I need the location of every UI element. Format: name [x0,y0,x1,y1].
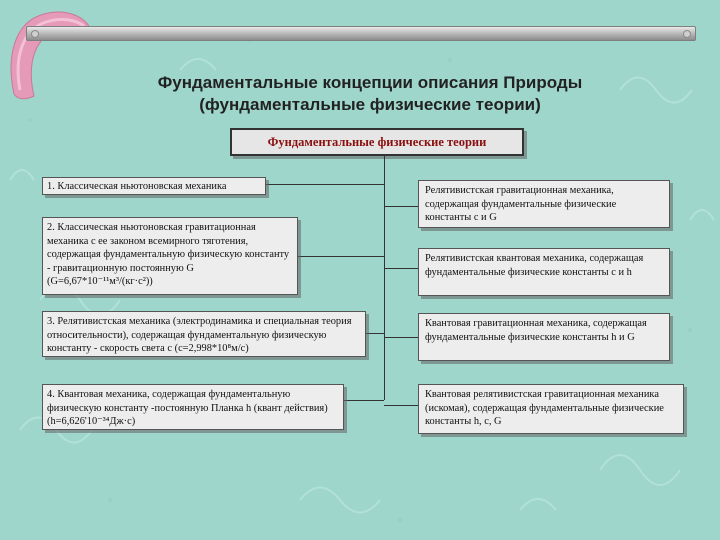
connector-left-4 [344,400,384,401]
connector-right-3 [384,337,418,338]
connector-right-1 [384,206,418,207]
combined-theory-box-4: Квантовая релятивистская гравитационная … [418,384,684,434]
connector-left-2 [298,256,384,257]
combined-theory-box-1: Релятивистская гравитационная механика, … [418,180,670,228]
bar-left-dot [31,30,39,38]
theory-box-2: 2. Классическая ньютоновская гравитацион… [42,217,298,295]
page-title: Фундаментальные концепции описания Приро… [80,72,660,116]
title-line-1: Фундаментальные концепции описания Приро… [157,73,583,92]
connector-right-2 [384,268,418,269]
connector-left-1 [266,184,384,185]
connector-trunk [384,156,385,400]
bar-right-dot [683,30,691,38]
connector-left-3 [366,333,384,334]
theory-box-1: 1. Классическая ньютоновская механика [42,177,266,195]
theory-box-3: 3. Релятивистская механика (электродинам… [42,311,366,357]
combined-theory-box-2: Релятивистская квантовая механика, содер… [418,248,670,296]
combined-theory-box-3: Квантовая гравитационная механика, содер… [418,313,670,361]
header-box: Фундаментальные физические теории [230,128,524,156]
title-line-2: (фундаментальные физические теории) [199,95,541,114]
connector-right-4 [384,405,418,406]
theory-box-4: 4. Квантовая механика, содержащая фундам… [42,384,344,430]
decorative-rule-bar [26,26,696,41]
